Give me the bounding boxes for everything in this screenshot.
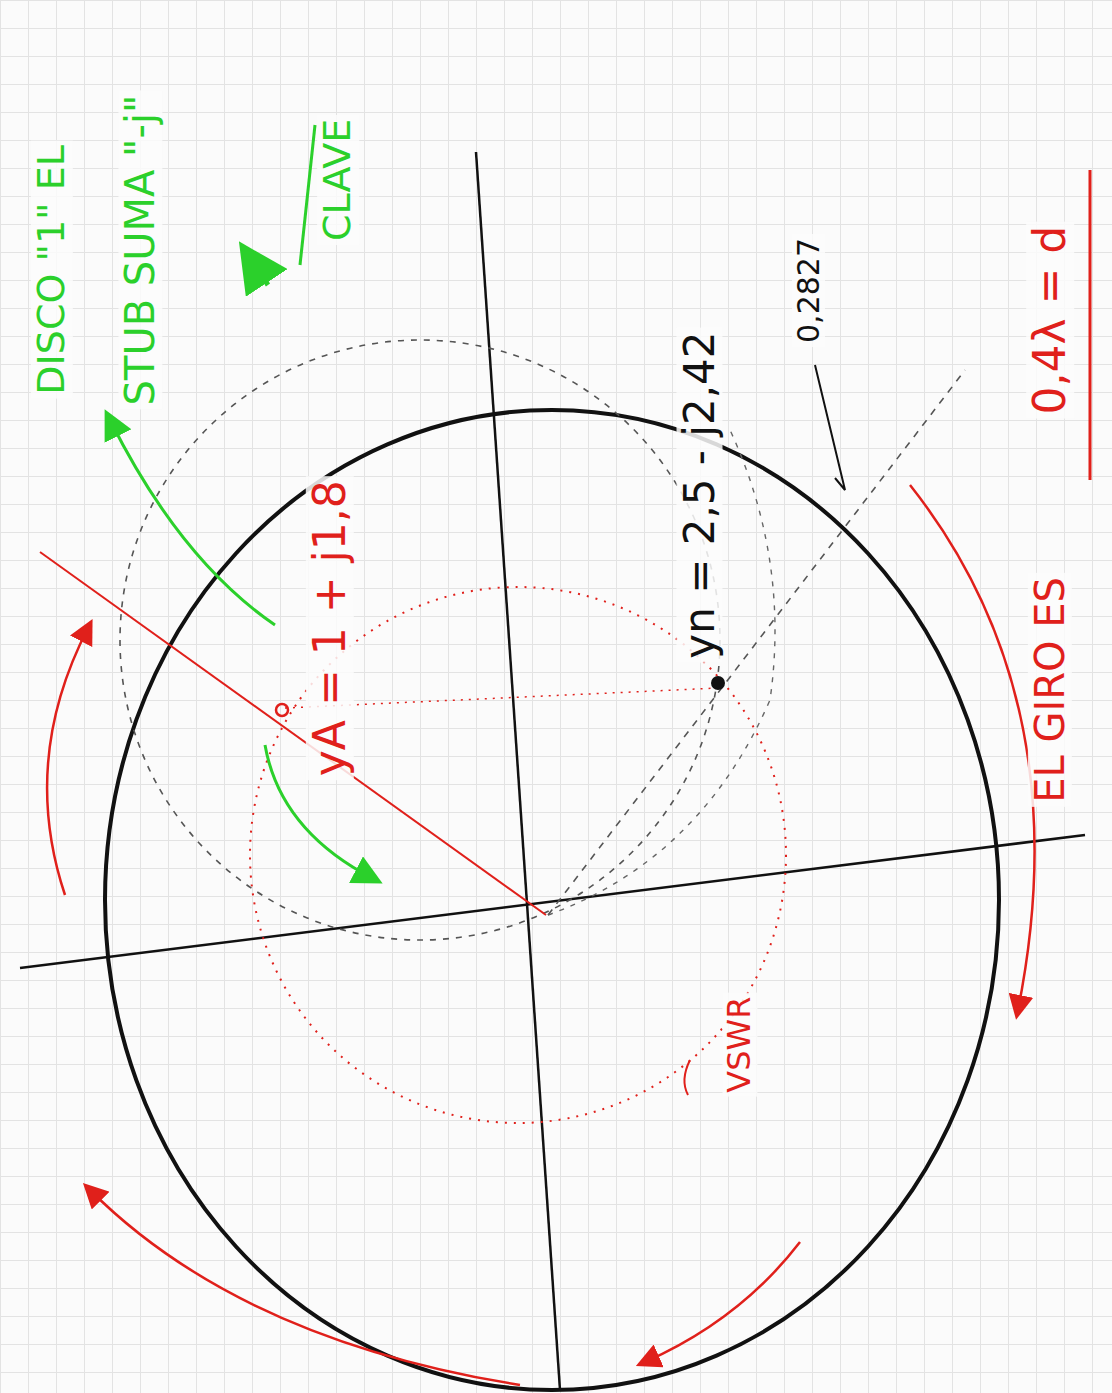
leader-line — [684, 1060, 690, 1095]
bracket-line — [300, 125, 315, 265]
note-arrow — [250, 258, 268, 285]
vswr-label: VSWR — [722, 993, 757, 1097]
rotation-arrow — [90, 1190, 520, 1385]
point-ya — [276, 704, 288, 716]
radial-line — [40, 552, 546, 915]
axis-line — [20, 835, 1085, 968]
radial-line — [548, 370, 965, 915]
note-text: EL GIRO ES — [1028, 573, 1072, 807]
point-yn — [711, 676, 725, 690]
conductance-circle — [120, 340, 720, 940]
underline — [1089, 170, 1092, 480]
rotation-arrow — [645, 1242, 800, 1362]
axis-line — [476, 152, 560, 1390]
rotation-arrow — [910, 485, 1035, 1010]
note-arrow — [110, 420, 275, 625]
admittance-value: yn = 2,5 - j2,42 — [677, 327, 723, 662]
note-text: STUB SUMA "-j" — [118, 91, 162, 410]
distance-value: 0,4λ = d — [1026, 222, 1074, 419]
note-text: CLAVE — [317, 115, 359, 245]
note-text: DISCO "1" EL — [31, 141, 73, 399]
admittance-value: yA = 1 + j1,8 — [306, 476, 354, 780]
dashed-arc — [548, 430, 775, 915]
smith-circle — [105, 410, 999, 1390]
rotation-arrow — [47, 628, 88, 895]
wavelength-value: 0,2827 — [791, 234, 824, 347]
leader-line — [815, 365, 845, 490]
